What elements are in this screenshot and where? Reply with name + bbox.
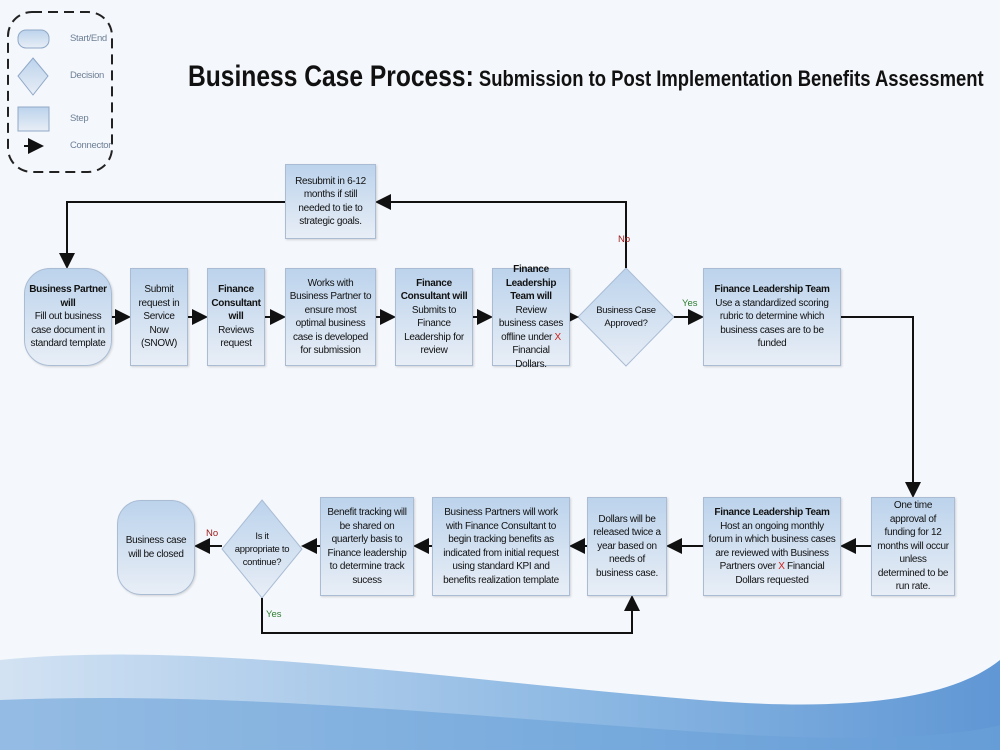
legend-connector-label: Connector — [70, 140, 112, 151]
step-text: Reviews request — [218, 324, 254, 350]
step-text: Dollars will be released twice a year ba… — [593, 513, 661, 579]
step-bold: Finance Consultant will — [400, 277, 468, 303]
legend-decision-shape — [17, 57, 49, 96]
step-text: Business Partners will work with Finance… — [443, 507, 559, 586]
decision-approved-shape — [577, 267, 675, 367]
step-submits-to-leadership: Finance Consultant will Submits to Finan… — [395, 268, 473, 366]
label-continue-no: No — [206, 528, 219, 539]
step-text: Financial Dollars. — [512, 345, 550, 370]
step-submit-request: Submit request in Service Now (SNOW) — [130, 268, 188, 366]
step-dollars-released: Dollars will be released twice a year ba… — [587, 497, 667, 596]
step-consultant-reviews: Finance Consultant will Reviews request — [207, 268, 265, 366]
step-text: Fill out business case document in stand… — [30, 311, 106, 350]
step-leadership-reviews: Finance Leadership Team will Review busi… — [492, 264, 570, 370]
highlight-x: X — [778, 561, 785, 572]
step-bold: Business Partner will — [29, 284, 107, 309]
legend-step-label: Step — [70, 113, 89, 124]
step-text: Review business cases offline under — [498, 304, 564, 343]
step-bold: Finance Leadership Team — [714, 507, 830, 518]
step-one-time-approval: One time approval of funding for 12 mont… — [871, 497, 955, 596]
decision-approved-label: Business Case Approved? — [596, 305, 656, 329]
step-text: Financial Dollars requested — [735, 561, 825, 586]
highlight-x: X — [554, 331, 562, 343]
step-text: Business case will be closed — [125, 535, 187, 560]
legend-start-end-shape — [17, 29, 50, 49]
step-tracking-benefits: Business Partners will work with Finance… — [432, 497, 570, 596]
step-text: Benefit tracking will be shared on quart… — [327, 507, 407, 586]
step-text: Submits to Finance Leadership for review — [404, 304, 464, 357]
step-text: Use a standardized scoring rubric to det… — [715, 297, 829, 350]
legend-decision-label: Decision — [70, 70, 105, 81]
legend-step-shape — [17, 106, 50, 132]
step-text: Resubmit in 6-12 months if still needed … — [295, 175, 366, 228]
step-bold: Finance Leadership Team — [714, 284, 830, 296]
end-business-case-closed: Business case will be closed — [117, 500, 195, 595]
label-continue-yes: Yes — [266, 609, 282, 620]
step-text: Works with Business Partner to ensure mo… — [289, 277, 372, 357]
step-resubmit: Resubmit in 6-12 months if still needed … — [285, 164, 376, 239]
decision-continue-label: Is it appropriate to continue? — [234, 530, 290, 568]
legend-start-end-label: Start/End — [70, 33, 107, 44]
step-text: Submit request in Service Now (SNOW) — [138, 284, 180, 350]
step-bold: Finance Leadership Team will — [505, 264, 557, 302]
step-works-with-partner: Works with Business Partner to ensure mo… — [285, 268, 376, 366]
connectors — [59, 194, 921, 634]
step-bold: Finance Consultant will — [211, 284, 261, 323]
label-approved-yes: Yes — [682, 298, 698, 309]
step-text: Host an ongoing monthly forum in which b… — [708, 520, 836, 573]
page-title: Business Case Process: Submission to Pos… — [188, 60, 984, 94]
step-text: One time approval of funding for 12 mont… — [877, 500, 949, 593]
legend-box — [7, 11, 113, 173]
label-approved-no: No — [618, 234, 631, 245]
title-sub: Submission to Post Implementation Benefi… — [473, 66, 984, 91]
step-monthly-forum: Finance Leadership Team Host an ongoing … — [703, 497, 841, 596]
step-benefit-tracking-shared: Benefit tracking will be shared on quart… — [320, 497, 414, 596]
step-scoring-rubric: Finance Leadership Team Use a standardiz… — [703, 268, 841, 366]
title-main: Business Case Process: — [188, 60, 474, 93]
